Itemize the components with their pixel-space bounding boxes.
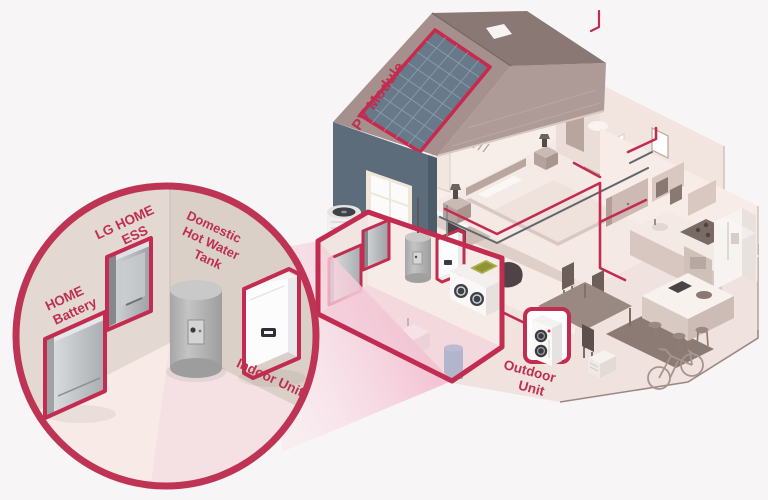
indoor-unit xyxy=(238,267,306,387)
upper-cabinets xyxy=(652,162,716,216)
bed xyxy=(466,158,618,246)
kitchen xyxy=(600,128,760,353)
roof xyxy=(333,11,606,157)
steps-unit xyxy=(588,350,616,378)
beam-floor-tint xyxy=(318,285,502,381)
hot-water-tank-small xyxy=(405,232,431,283)
hot-water-tank xyxy=(166,280,226,382)
lg-home-ess xyxy=(105,236,153,332)
pv-panel xyxy=(358,28,492,154)
fridge xyxy=(714,208,756,290)
bicycle xyxy=(647,348,704,390)
house xyxy=(318,9,760,390)
home-battery xyxy=(43,310,116,423)
pipes xyxy=(439,9,658,328)
skylight xyxy=(486,24,512,39)
bar-stools xyxy=(648,321,709,353)
svg-text:Unit: Unit xyxy=(517,378,547,399)
nightstand-right xyxy=(534,134,558,170)
washer-dryer xyxy=(450,260,500,316)
nightstand-left xyxy=(443,184,471,224)
magnifier-ring xyxy=(12,182,320,490)
utility-room-outline xyxy=(315,209,505,384)
outdoor-unit xyxy=(523,307,571,366)
lg-home-ess-small xyxy=(361,218,391,272)
trash-can xyxy=(444,344,463,382)
